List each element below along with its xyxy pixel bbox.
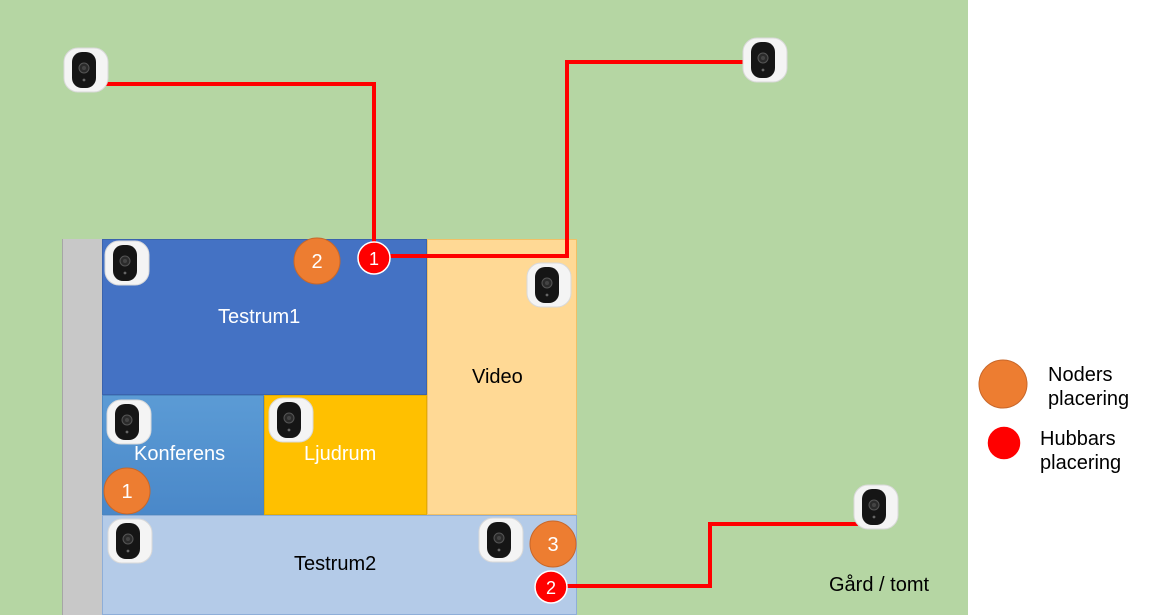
security-camera-icon bbox=[63, 47, 109, 93]
node-marker-2-label: 2 bbox=[311, 251, 322, 273]
security-camera-icon bbox=[107, 518, 153, 564]
building-wall bbox=[62, 239, 102, 615]
security-camera-icon bbox=[104, 240, 150, 286]
node-marker-3-label: 3 bbox=[547, 534, 558, 556]
legend-hub-symbol bbox=[986, 425, 1022, 461]
legend-hub-line2: placering bbox=[1040, 452, 1122, 474]
legend-node-line1: Noders bbox=[1048, 364, 1113, 386]
node-marker-1 bbox=[103, 467, 151, 515]
legend-node-line2: placering bbox=[1048, 388, 1130, 410]
cable-camera-to-hub-1-left bbox=[100, 82, 376, 258]
cable-hub-1-to-camera-right bbox=[374, 60, 745, 258]
room-label-testrum2: Testrum2 bbox=[294, 553, 377, 575]
security-camera-icon bbox=[853, 484, 899, 530]
room-label-konferens: Konferens bbox=[134, 443, 226, 465]
legend-hub-text: Hubbars placering bbox=[1040, 427, 1121, 475]
legend-node-text: Noders placering bbox=[1048, 363, 1129, 411]
security-camera-icon bbox=[526, 262, 572, 308]
room-konferens: Konferens bbox=[102, 395, 264, 515]
legend-node-symbol bbox=[978, 359, 1028, 409]
room-label-testrum1: Testrum1 bbox=[218, 306, 301, 328]
hub-marker-1-label: 1 bbox=[369, 249, 379, 269]
node-marker-2 bbox=[293, 237, 341, 285]
yard-label: Gård / tomt bbox=[829, 574, 930, 596]
node-marker-1-label: 1 bbox=[121, 481, 132, 503]
hub-marker-2-label: 2 bbox=[546, 578, 556, 598]
room-label-video: Video bbox=[472, 366, 523, 388]
security-camera-icon bbox=[478, 517, 524, 563]
hub-marker-1 bbox=[357, 241, 391, 275]
node-marker-3 bbox=[529, 520, 577, 568]
cable-hub-2-to-camera-yard bbox=[552, 522, 858, 588]
hub-marker-2 bbox=[534, 570, 568, 604]
security-camera-icon bbox=[268, 397, 314, 443]
security-camera-icon bbox=[106, 399, 152, 445]
legend-hub-line1: Hubbars bbox=[1040, 428, 1116, 450]
room-label-ljudrum: Ljudrum bbox=[304, 443, 377, 465]
security-camera-icon bbox=[742, 37, 788, 83]
